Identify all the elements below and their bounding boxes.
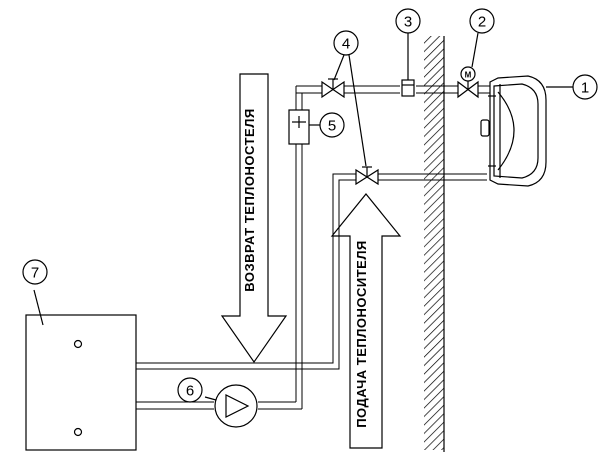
- boiler-port-lower: [73, 427, 83, 437]
- boiler: 7: [22, 259, 137, 451]
- motorized-valve: M 2: [457, 8, 495, 99]
- return-flow-arrow: ВОЗВРАТ ТЕПЛОНОСТЕЛЯ: [220, 73, 288, 364]
- wall: [424, 36, 445, 452]
- supply-flow-arrow: ПОДАЧА ТЕПЛОНОСИТЕЛЯ: [330, 193, 402, 449]
- air-heater: 1: [480, 74, 598, 187]
- air-vent: 3: [395, 8, 421, 97]
- callout-circle-3: [395, 8, 421, 34]
- boiler-port-upper: [73, 339, 83, 349]
- return-pipe: [136, 85, 490, 410]
- callout-7: 7: [31, 265, 39, 282]
- motor-symbol: [460, 66, 476, 82]
- pump: 6: [177, 377, 258, 428]
- filter: 5: [288, 109, 345, 145]
- callout-circle-7: [22, 259, 48, 285]
- callout-circle-5: [319, 112, 345, 138]
- return-shutoff-valve: [321, 78, 345, 99]
- motor-label: M: [465, 71, 472, 80]
- supply-pipe: [136, 173, 487, 370]
- callout-circle-1: [572, 74, 598, 100]
- callout-6: 6: [186, 383, 194, 400]
- callout-4: 4: [342, 36, 350, 53]
- boiler-leader: [33, 289, 44, 326]
- return-arrow-label: ВОЗВРАТ ТЕПЛОНОСТЕЛЯ: [242, 108, 257, 291]
- callout-circle-2: [469, 8, 495, 34]
- callout-circle-4: [333, 30, 359, 56]
- pump-leader: [204, 396, 217, 401]
- motor-valve-leader: [471, 32, 479, 68]
- callout-1: 1: [581, 80, 589, 97]
- supply-arrow-label: ПОДАЧА ТЕПЛОНОСИТЕЛЯ: [354, 240, 369, 428]
- callout-2: 2: [478, 14, 486, 31]
- callout-circle-6: [177, 377, 203, 403]
- callout-3: 3: [404, 14, 412, 31]
- shutoff-valves-callout: 4: [333, 30, 367, 167]
- callout-5: 5: [328, 118, 336, 135]
- supply-shutoff-valve: [355, 166, 379, 186]
